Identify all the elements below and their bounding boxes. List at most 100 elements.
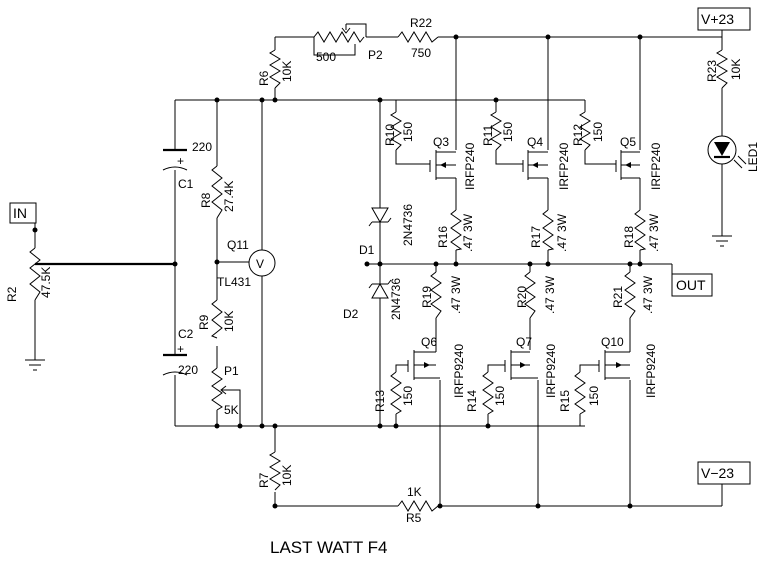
r18-symbol bbox=[634, 209, 647, 251]
r18-ref: R18 bbox=[622, 226, 636, 248]
ground-icon-led bbox=[712, 235, 732, 247]
r17-val: .47 3W bbox=[555, 213, 569, 252]
r13-symbol bbox=[390, 371, 402, 415]
r23-ref: R23 bbox=[705, 60, 719, 82]
r2-ref: R2 bbox=[5, 286, 19, 302]
led-ref: LED1 bbox=[746, 142, 760, 172]
p2-wiper bbox=[341, 24, 351, 34]
q6-ref: Q6 bbox=[421, 335, 437, 349]
p2-symbol bbox=[313, 31, 365, 43]
r17-ref: R17 bbox=[529, 226, 543, 248]
junction-dots bbox=[32, 34, 643, 509]
r21-val: .47 3W bbox=[641, 275, 655, 314]
r21-symbol bbox=[624, 271, 636, 319]
r18-val: .47 3W bbox=[647, 213, 661, 252]
q6-part: IRFP9240 bbox=[452, 344, 466, 398]
ground-symbols bbox=[25, 235, 732, 371]
c2-val: 220 bbox=[178, 363, 198, 377]
r15-ref: R15 bbox=[558, 390, 572, 412]
r7-val: 10K bbox=[280, 465, 294, 486]
ground-icon bbox=[25, 359, 45, 371]
d2-icon bbox=[368, 279, 392, 299]
svg-text:IN: IN bbox=[13, 205, 27, 221]
r10-val: 150 bbox=[401, 122, 415, 142]
r2-symbol bbox=[29, 247, 41, 301]
r13-ref: R13 bbox=[373, 390, 387, 412]
r19-ref: R19 bbox=[420, 286, 434, 308]
p1-val: 5K bbox=[224, 403, 239, 417]
r9-symbol bbox=[211, 299, 223, 339]
c2-pol: + bbox=[177, 342, 184, 356]
d2-ref: D2 bbox=[343, 307, 359, 321]
r7-ref: R7 bbox=[257, 472, 271, 488]
capacitor-symbols bbox=[162, 148, 188, 376]
r23-val: 10K bbox=[729, 59, 743, 80]
r14-ref: R14 bbox=[465, 390, 479, 412]
r22-symbol bbox=[397, 31, 439, 43]
r19-val: .47 3W bbox=[449, 275, 463, 314]
title-first: LAST bbox=[270, 538, 313, 557]
r9-val: 10K bbox=[222, 311, 236, 332]
svg-text:V+23: V+23 bbox=[701, 11, 734, 27]
r8-val: 27.4K bbox=[222, 181, 236, 212]
r2-val: 47.5K bbox=[39, 267, 53, 298]
q11-part: TL431 bbox=[217, 275, 251, 289]
q5-ref: Q5 bbox=[620, 135, 636, 149]
svg-text:V−23: V−23 bbox=[701, 465, 734, 481]
p1-ref: P1 bbox=[224, 364, 239, 378]
r12-ref: R12 bbox=[571, 124, 585, 146]
q5-icon bbox=[615, 150, 640, 180]
c1-pol: + bbox=[177, 154, 184, 168]
r23-symbol bbox=[716, 49, 728, 89]
terminal-out: OUT bbox=[671, 264, 713, 297]
r15-val: 150 bbox=[587, 386, 601, 406]
r21-ref: R21 bbox=[611, 286, 625, 308]
p1-wiper bbox=[220, 385, 229, 395]
mosfet-symbols bbox=[407, 150, 640, 380]
r11-val: 150 bbox=[501, 122, 515, 142]
r7-symbol bbox=[269, 451, 281, 491]
q7-icon bbox=[504, 350, 538, 380]
q3-ref: Q3 bbox=[433, 135, 449, 149]
r16-symbol bbox=[450, 209, 463, 251]
r20-ref: R20 bbox=[515, 286, 529, 308]
r14-symbol bbox=[482, 371, 494, 415]
led-symbol bbox=[707, 135, 747, 169]
r22-val: 750 bbox=[411, 46, 431, 60]
r20-symbol bbox=[524, 271, 536, 319]
q7-part: IRFP9240 bbox=[544, 344, 558, 398]
c1-ref: C1 bbox=[178, 177, 194, 191]
p2-ref: P2 bbox=[368, 48, 383, 62]
labels: R22 750 500 P2 R6 10K R7 10K R2 47.5K R8… bbox=[5, 16, 760, 525]
q11-ref: Q11 bbox=[227, 238, 249, 252]
d1-ref: D1 bbox=[359, 243, 375, 257]
r12-val: 150 bbox=[591, 122, 605, 142]
r10-symbol bbox=[390, 111, 402, 151]
p2-val: 500 bbox=[316, 50, 336, 64]
r10-ref: R10 bbox=[383, 124, 397, 146]
d2-part: 2N4736 bbox=[389, 278, 403, 320]
resistor-symbols bbox=[29, 24, 728, 512]
r6-ref: R6 bbox=[257, 70, 271, 86]
r19-symbol bbox=[430, 271, 442, 319]
q3-icon bbox=[429, 150, 456, 180]
r15-symbol bbox=[574, 371, 586, 415]
r6-val: 10K bbox=[280, 61, 294, 82]
r8-symbol bbox=[211, 165, 223, 219]
r5-val: 1K bbox=[407, 485, 422, 499]
r5-symbol bbox=[397, 500, 439, 512]
q4-icon bbox=[522, 150, 548, 180]
q4-part: IRFP240 bbox=[557, 142, 571, 190]
terminal-in: IN bbox=[9, 202, 37, 224]
q11-symbol bbox=[247, 249, 276, 277]
q10-part: IRFP9240 bbox=[644, 344, 658, 398]
c2-ref: C2 bbox=[178, 327, 194, 341]
c1-val: 220 bbox=[192, 140, 212, 154]
zener-symbols bbox=[368, 207, 392, 312]
terminal-vneg: V−23 bbox=[697, 461, 751, 507]
q11-sym: V bbox=[256, 257, 264, 271]
r11-ref: R11 bbox=[481, 125, 495, 146]
r14-val: 150 bbox=[493, 386, 507, 406]
r6-symbol bbox=[269, 49, 281, 89]
q4-ref: Q4 bbox=[527, 135, 543, 149]
